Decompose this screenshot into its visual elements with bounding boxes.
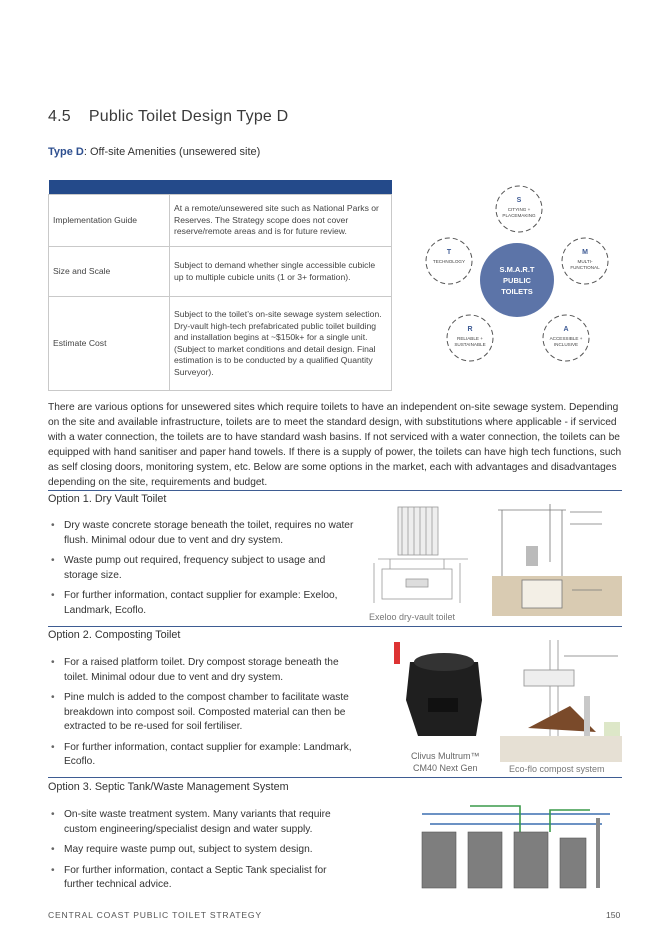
smart-node-circle [446, 314, 494, 362]
section-divider [48, 490, 622, 491]
image-caption: Exeloo dry-vault toilet [369, 612, 456, 622]
type-label: Type D [48, 146, 84, 158]
section-divider [48, 777, 622, 778]
smart-node-circle [495, 185, 543, 233]
footer-title: CENTRAL COAST PUBLIC TOILET STRATEGY [48, 910, 262, 920]
smart-node-letter: M [582, 249, 588, 256]
option-bullets: On-site waste treatment system. Many var… [48, 808, 358, 899]
list-item: For a raised platform toilet. Dry compos… [48, 656, 358, 685]
list-item: For further information, contact supplie… [48, 589, 358, 618]
section-title: Public Toilet Design Type D [88, 108, 289, 125]
design-info-table: Implementation Guide At a remote/unsewer… [48, 180, 392, 391]
table-row: Estimate Cost Subject to the toilet’s on… [48, 296, 392, 391]
option-bullets: Dry waste concrete storage beneath the t… [48, 519, 358, 624]
composting-unit-image [394, 642, 482, 736]
smart-node-letter: R [467, 326, 472, 333]
intro-paragraph: There are various options for unsewered … [48, 402, 622, 488]
page-number: 150 [606, 910, 621, 920]
table-row: Implementation Guide At a remote/unsewer… [48, 194, 392, 247]
page-title: 4.5 Public Toilet Design Type D [48, 108, 288, 126]
section-number: 4.5 [48, 108, 71, 125]
smart-node-text: RELIABLE + [457, 336, 483, 341]
smart-node-text: MULTI- [578, 259, 593, 264]
row-value: Subject to the toilet’s on-site sewage s… [169, 296, 392, 391]
smart-node-text: TECHNOLOGY [433, 259, 465, 264]
option-title: Option 1. Dry Vault Toilet [48, 493, 167, 505]
table-header-bar [48, 180, 392, 195]
dry-vault-drawing [373, 506, 468, 603]
list-item: Dry waste concrete storage beneath the t… [48, 519, 358, 548]
list-item: For further information, contact a Septi… [48, 864, 358, 893]
vault-section-drawing [492, 504, 622, 616]
row-label: Size and Scale [48, 246, 170, 297]
smart-node-text: CITYING + [508, 207, 531, 212]
smart-node-letter: T [447, 249, 452, 256]
smart-node-text: PLACEMAKING [502, 213, 536, 218]
list-item: May require waste pump out, subject to s… [48, 843, 358, 858]
section-divider [48, 626, 622, 627]
row-value: At a remote/unsewered site such as Natio… [169, 194, 392, 247]
list-item: Pine mulch is added to the compost chamb… [48, 691, 358, 735]
row-label: Implementation Guide [48, 194, 170, 247]
smart-node-letter: S [517, 197, 522, 204]
subheading: Type D: Off-site Amenities (unsewered si… [48, 146, 260, 158]
option-bullets: For a raised platform toilet. Dry compos… [48, 656, 358, 776]
smart-center-circle [480, 243, 554, 317]
type-description: : Off-site Amenities (unsewered site) [83, 146, 261, 158]
smart-node-circle [561, 237, 609, 285]
smart-node-text: ACCESSIBLE + [550, 336, 583, 341]
smart-node-text: FUNCTIONAL [570, 265, 600, 270]
row-label: Estimate Cost [48, 296, 170, 391]
smart-diagram: S.M.A.R.T PUBLIC TOILETS S M A R T CITYI… [425, 185, 609, 362]
row-value: Subject to demand whether single accessi… [169, 246, 392, 297]
smart-node-circle [425, 237, 473, 285]
smart-node-letter: A [563, 326, 568, 333]
image-caption: Clivus Multrum™ [411, 751, 480, 761]
septic-system-diagram [421, 805, 610, 889]
option-title: Option 2. Composting Toilet [48, 629, 181, 641]
image-caption: CM40 Next Gen [413, 763, 478, 773]
smart-center-line: PUBLIC [503, 276, 532, 285]
option-title: Option 3. Septic Tank/Waste Management S… [48, 781, 289, 793]
smart-node-circle [542, 314, 590, 362]
image-caption: Eco-flo compost system [509, 764, 605, 774]
compost-system-diagram [500, 640, 622, 762]
smart-center-line: S.M.A.R.T [500, 265, 535, 274]
list-item: For further information, contact supplie… [48, 741, 358, 770]
smart-node-text: SUSTAINABLE [454, 342, 485, 347]
list-item: On-site waste treatment system. Many var… [48, 808, 358, 837]
smart-center-line: TOILETS [501, 287, 533, 296]
table-row: Size and Scale Subject to demand whether… [48, 246, 392, 297]
list-item: Waste pump out required, frequency subje… [48, 554, 358, 583]
smart-node-text: INCLUSIVE [554, 342, 578, 347]
